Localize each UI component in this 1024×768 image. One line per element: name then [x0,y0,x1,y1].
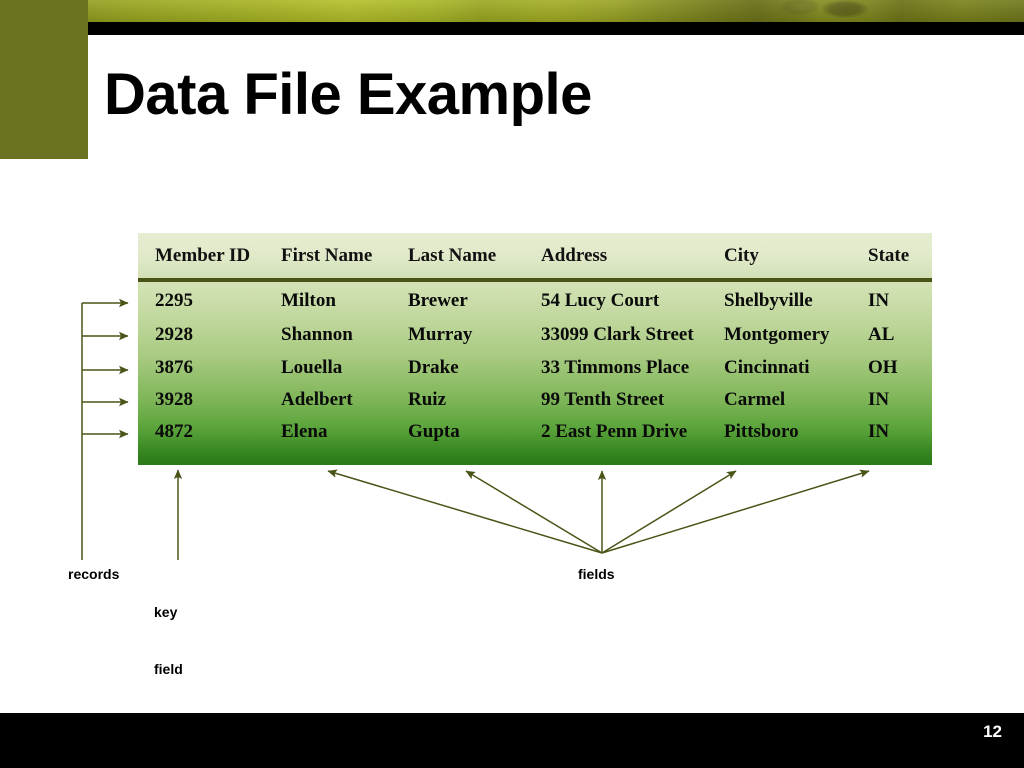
cell-first-name: Adelbert [281,389,353,410]
records-callout-arrows [81,298,129,560]
column-header-address: Address [541,245,608,266]
table-row: 3928 Adelbert Ruiz 99 Tenth Street Carme… [138,383,932,416]
top-decorative-photo-band [0,0,1024,22]
cell-address: 33099 Clark Street [541,324,694,345]
cell-first-name: Milton [281,290,336,311]
table-row: 2295 Milton Brewer 54 Lucy Court Shelbyv… [138,284,932,317]
cell-address: 54 Lucy Court [541,290,660,311]
cell-last-name: Gupta [408,421,460,442]
cell-first-name: Elena [281,421,328,442]
table-row: 3876 Louella Drake 33 Timmons Place Cinc… [138,351,932,384]
cell-state: IN [868,389,890,410]
annotation-label-records: records [68,566,120,582]
footer-bar [0,713,1024,768]
column-header-last-name: Last Name [408,245,497,266]
cell-member-id: 2295 [155,290,193,311]
table-row: 4872 Elena Gupta 2 East Penn Drive Pitts… [138,415,932,448]
table-row: 2928 Shannon Murray 33099 Clark Street M… [138,318,932,351]
cell-last-name: Murray [408,324,473,345]
cell-member-id: 4872 [155,421,193,442]
left-olive-accent-block [0,0,88,159]
cell-last-name: Drake [408,357,459,378]
annotation-label-key-field-line1: key [154,604,178,620]
cell-first-name: Louella [281,357,343,378]
annotation-label-key-field: key field [154,565,183,698]
cell-city: Montgomery [724,324,830,345]
cell-first-name: Shannon [281,324,353,345]
page-number: 12 [983,722,1002,741]
cell-member-id: 2928 [155,324,193,345]
cell-address: 33 Timmons Place [541,357,690,378]
cell-city: Shelbyville [724,290,813,311]
cell-address: 2 East Penn Drive [541,421,688,442]
table-header-row: Member ID First Name Last Name Address C… [138,233,932,278]
cell-state: IN [868,290,890,311]
cell-last-name: Brewer [408,290,468,311]
annotation-label-fields: fields [578,566,615,582]
table-body: 2295 Milton Brewer 54 Lucy Court Shelbyv… [138,282,932,465]
fields-callout-arrows [327,469,870,554]
annotation-label-key-field-line2: field [154,661,183,677]
top-band-texture-overlay [0,0,1024,22]
column-header-first-name: First Name [281,245,373,266]
cell-member-id: 3928 [155,389,193,410]
title-black-rule [88,22,1024,35]
column-header-city: City [724,245,759,266]
cell-state: AL [868,324,895,345]
cell-state: IN [868,421,890,442]
cell-member-id: 3876 [155,357,193,378]
table-header-separator [138,278,932,282]
cell-state: OH [868,357,898,378]
page-title: Data File Example [104,62,592,127]
cell-city: Carmel [724,389,786,410]
cell-address: 99 Tenth Street [541,389,665,410]
data-file-table: Member ID First Name Last Name Address C… [138,233,932,465]
column-header-state: State [868,245,910,266]
cell-last-name: Ruiz [408,389,446,410]
column-header-member-id: Member ID [155,245,251,266]
cell-city: Cincinnati [724,357,810,378]
cell-city: Pittsboro [724,421,799,442]
